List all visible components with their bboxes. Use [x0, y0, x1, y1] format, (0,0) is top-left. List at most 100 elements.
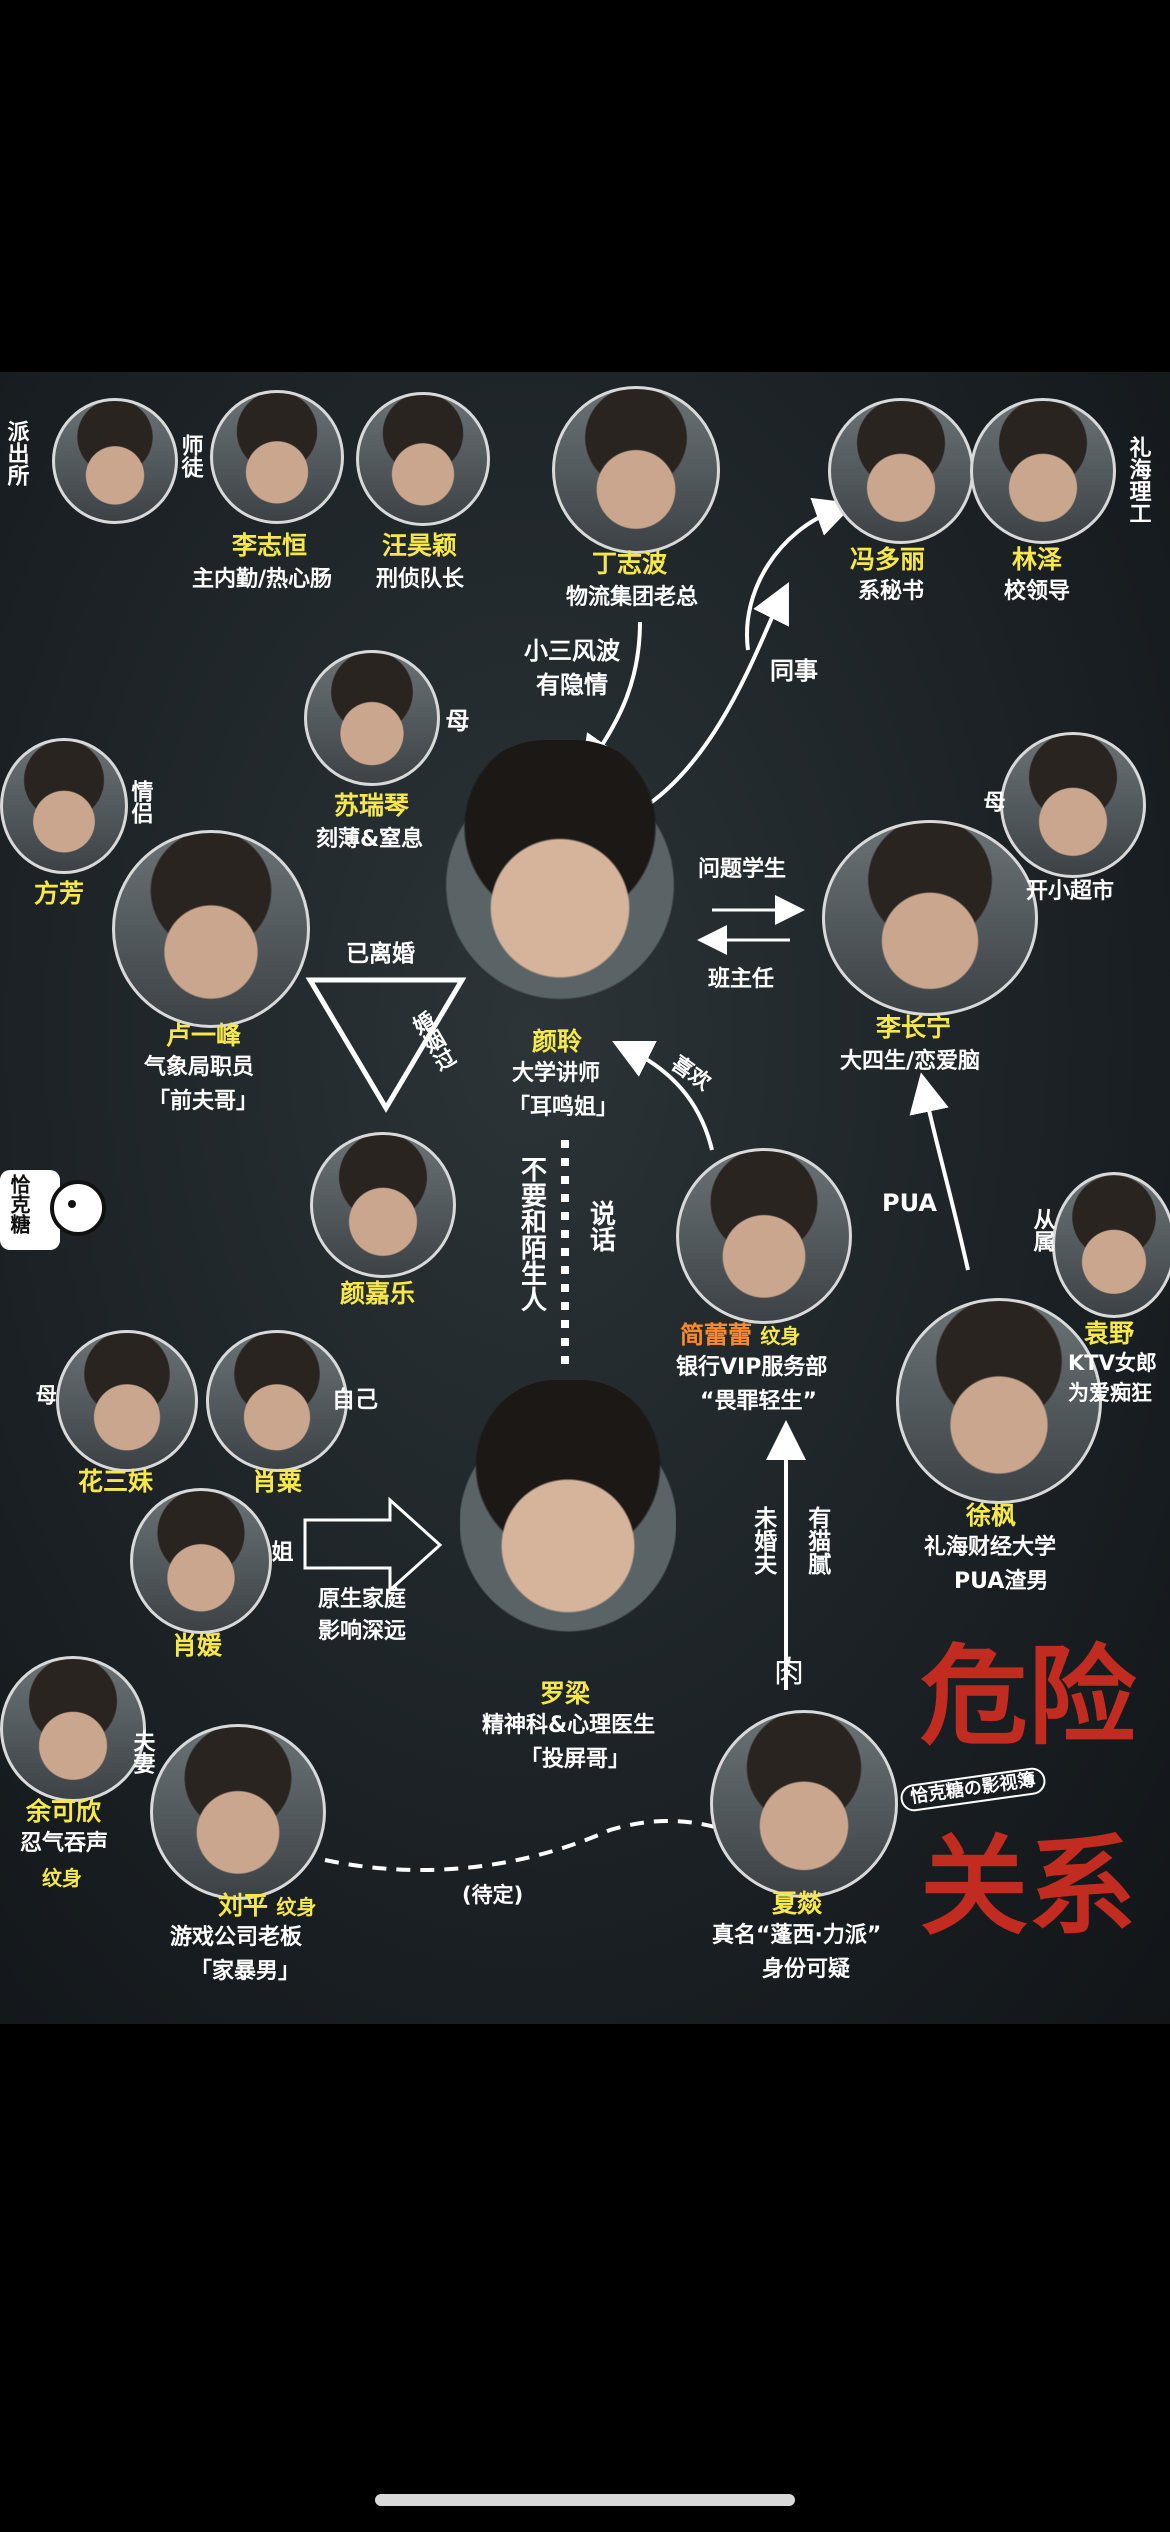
desc-dingzhibo: 物流集团老总 [566, 584, 698, 612]
name-dingzhibo: 丁志波 [592, 548, 667, 579]
avatar-luyifeng [112, 830, 310, 1028]
desc-wanghaoying: 刑侦队长 [376, 566, 464, 594]
tattoo-yukexin: 纹身 [42, 1866, 82, 1891]
name-xiayan: 夏燚 [772, 1888, 822, 1919]
rel-xiaosu: 自己 [332, 1386, 378, 1415]
brand-logo: 恰克糖 [0, 1160, 130, 1270]
desc-luoliang-1: 精神科&心理医生 [482, 1712, 655, 1740]
jianleilei-tattoo: 纹身 [760, 1324, 800, 1348]
avatar-yanjiale [310, 1132, 456, 1278]
dashed-liu-xia [325, 1821, 740, 1870]
title-line-2: 关系 [920, 1800, 1136, 1956]
desc-yanling-2: 「耳鸣姐」 [508, 1094, 618, 1122]
name-yuanye: 袁野 [1084, 1318, 1134, 1349]
name-yanjiale: 颜嘉乐 [340, 1278, 415, 1309]
desc-lichangning: 大四生/恋爱脑 [840, 1048, 980, 1076]
desc-jianleilei-1: 银行VIP服务部 [676, 1354, 827, 1382]
name-liuping: 刘平 纹身 [218, 1890, 316, 1921]
avatar-lichangning [822, 820, 1038, 1016]
rel-yuanye: 从属 [1028, 1208, 1056, 1252]
desc-liuping-1: 游戏公司老板 [170, 1924, 302, 1952]
name-linze: 林泽 [1012, 544, 1062, 575]
name-wanghaoying: 汪昊颖 [382, 530, 457, 561]
name-lichangning: 李长宁 [876, 1012, 951, 1043]
rel-huasanmei: 母 [32, 1384, 58, 1405]
name-yanling: 颜聆 [532, 1026, 582, 1057]
desc-linze: 校领导 [1004, 578, 1070, 606]
avatar-lizhiheng [210, 390, 344, 524]
avatar-xiaoyuan [130, 1488, 272, 1634]
avatar-fangfang [0, 738, 128, 874]
rel-buyao: 不要和陌生人 [515, 1156, 548, 1312]
desc-jianleilei-2: “畏罪轻生” [700, 1388, 817, 1416]
desc-yanling-1: 大学讲师 [512, 1060, 600, 1088]
desc-suruiqin: 刻薄&窒息 [316, 826, 423, 854]
avatar-yukexin [0, 1656, 146, 1802]
home-indicator[interactable] [375, 2494, 795, 2506]
desc-yukexin: 忍气吞声 [20, 1830, 108, 1858]
name-luoliang: 罗梁 [540, 1678, 590, 1709]
rel-yuansheng-2: 影响深远 [318, 1618, 406, 1646]
desc-fengduoli: 系秘书 [858, 578, 924, 606]
avatar-lichangning-mother [1000, 732, 1146, 878]
avatar-yuanye [1052, 1172, 1170, 1318]
rel-yilihun: 已离婚 [346, 940, 415, 969]
avatar-liuping [150, 1724, 326, 1900]
label-paichusuo: 派出所 [2, 420, 30, 486]
name-xiaoyuan: 肖媛 [172, 1630, 222, 1661]
avatar-luoliang [460, 1380, 676, 1666]
desc-xufeng-1: 礼海财经大学 [924, 1534, 1056, 1562]
avatar-dingzhibo [552, 386, 720, 554]
desc-yuanye-2: 为爱痴狂 [1068, 1380, 1152, 1406]
desc-lcn-mother: 开小超市 [1026, 878, 1114, 906]
name-jianleilei: 简蕾蕾 纹身 [680, 1320, 800, 1350]
rel-banzhuren: 班主任 [708, 966, 774, 994]
avatar-wanghaoying [356, 392, 490, 526]
rel-xiaosan: 小三风波 [524, 636, 620, 666]
liuping-name-text: 刘平 [218, 1891, 268, 1920]
avatar-yanling [440, 740, 680, 1030]
label-shitu: 师徒 [176, 434, 204, 478]
avatar-fengduoli [828, 398, 974, 544]
rel-suruiqin-mother: 母 [440, 708, 470, 732]
avatar-huasanmei [56, 1330, 198, 1472]
desc-luyifeng-2: 「前夫哥」 [148, 1088, 258, 1116]
name-fangfang: 方芳 [34, 878, 84, 909]
name-huasanmei: 花三妹 [78, 1466, 153, 1497]
rel-youmaoni: 有猫腻 [802, 1506, 831, 1575]
name-luyifeng: 卢一峰 [166, 1020, 241, 1051]
name-yukexin: 余可欣 [26, 1796, 101, 1827]
name-lizhiheng: 李志恒 [232, 530, 307, 561]
avatar-xiayan [710, 1710, 898, 1898]
rel-yuansheng-1: 原生家庭 [318, 1586, 406, 1614]
desc-xiayan-2: 身份可疑 [762, 1956, 850, 1984]
avatar-police-master [52, 398, 178, 524]
rel-wenti: 问题学生 [698, 856, 786, 884]
name-xufeng: 徐枫 [966, 1500, 1016, 1531]
rel-yinqing: 有隐情 [536, 670, 608, 700]
desc-lizhiheng: 主内勤/热心肠 [192, 566, 332, 594]
desc-xufeng-2: PUA渣男 [954, 1568, 1048, 1596]
desc-xiayan-1: 真名“蓬西·力派” [712, 1922, 881, 1950]
family-arrow [305, 1500, 440, 1590]
rel-rou: 肉 [774, 1654, 804, 1692]
desc-yuanye-1: KTV女郎 [1068, 1350, 1157, 1376]
name-fengduoli: 冯多丽 [850, 544, 925, 575]
name-xiaosu: 肖粟 [252, 1466, 302, 1497]
rel-pua: PUA [882, 1188, 937, 1218]
arrow-yan-to-feng [640, 600, 780, 810]
desc-luyifeng-1: 气象局职员 [144, 1054, 254, 1082]
rel-lcn-mother: 母 [978, 790, 1006, 812]
title-line-1: 危险 [920, 1610, 1136, 1766]
rel-yukexin: 夫妻 [128, 1730, 156, 1774]
avatar-linze [970, 398, 1116, 544]
arrow-to-feng-upper [747, 510, 836, 650]
avatar-xiaosu [206, 1330, 348, 1472]
jianleilei-name-text: 简蕾蕾 [680, 1321, 752, 1349]
avatar-suruiqin [304, 650, 440, 786]
liuping-tattoo: 纹身 [276, 1895, 316, 1919]
rel-weihunfu: 未婚夫 [748, 1506, 777, 1575]
label-lihai-ligong: 礼海理工 [1124, 430, 1152, 530]
name-suruiqin: 苏瑞琴 [334, 790, 409, 821]
